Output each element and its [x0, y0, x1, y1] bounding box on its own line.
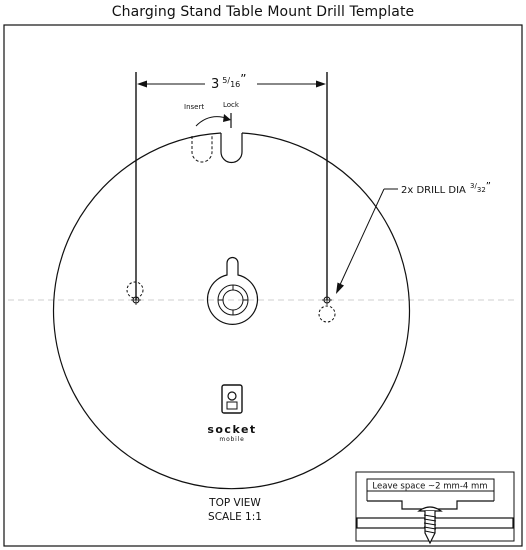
drill-label: 2x DRILL DIA 3/32” [401, 181, 491, 196]
dimension-numerator: 5 [222, 76, 227, 85]
phone-icon [221, 384, 243, 414]
dimension-whole: 3 [211, 77, 219, 92]
left-drill-hole [126, 281, 144, 305]
lock-label: Lock [223, 101, 240, 109]
drill-denominator: 32 [477, 186, 486, 194]
socket-logo: socket [207, 423, 256, 436]
leader-arrow-icon [336, 188, 398, 294]
screw-icon [417, 506, 443, 545]
top-view-label: TOP VIEW [209, 497, 261, 509]
dimension-label-bg [205, 74, 257, 92]
drill-numerator: 3 [470, 182, 474, 190]
drill-slash: / [475, 182, 478, 190]
insert-label: Insert [184, 103, 204, 111]
rotation-arrow-icon [195, 113, 232, 128]
template-title: Charging Stand Table Mount Drill Templat… [111, 4, 415, 20]
scale-label: SCALE 1:1 [208, 511, 262, 523]
dimension-unit: ” [240, 72, 246, 86]
dimension-slash: / [227, 76, 230, 85]
center-keyhole [206, 256, 259, 325]
lock-notch [220, 133, 243, 164]
socket-logo-sub: mobile [219, 436, 244, 443]
inset-label: Leave space ~2 mm-4 mm [372, 482, 487, 492]
inset-label-box [366, 478, 495, 492]
drill-prefix: 2x DRILL DIA [401, 185, 469, 196]
right-drill-hole [318, 295, 336, 323]
page-border [3, 24, 523, 547]
drill-unit: ” [486, 181, 491, 192]
view-caption: TOP VIEW SCALE 1:1 [180, 496, 290, 524]
base-outline [52, 132, 411, 490]
insert-notch-outline [191, 134, 213, 163]
dimension-denominator: 16 [230, 80, 240, 89]
